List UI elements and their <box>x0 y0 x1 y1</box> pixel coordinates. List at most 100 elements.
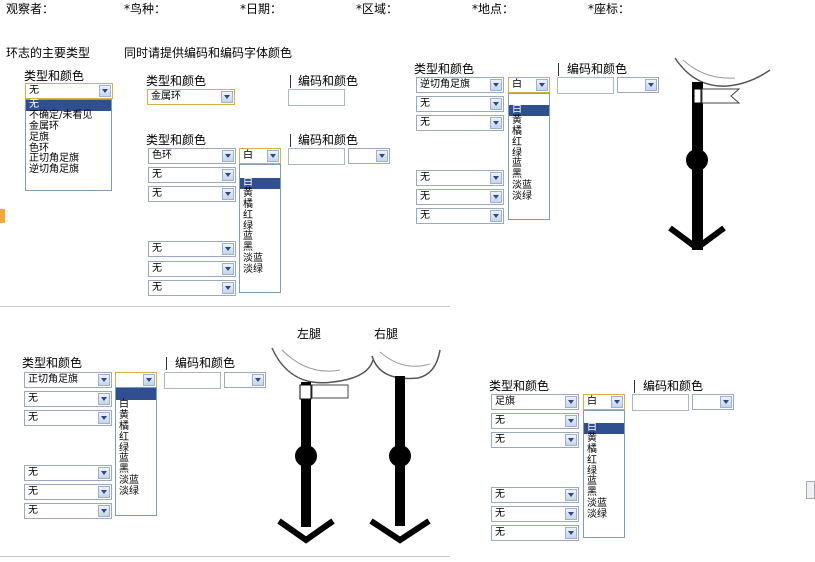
panel-d-code-color-select[interactable] <box>617 77 659 93</box>
dropdown-option[interactable]: 色环 <box>29 142 49 154</box>
dropdown-option[interactable]: 正切角足旗 <box>29 153 79 165</box>
dropdown-option[interactable]: 橘 <box>512 125 522 137</box>
chevron-down-icon[interactable] <box>98 374 110 386</box>
panel-d-color-select[interactable]: 白 <box>508 77 550 93</box>
chevron-down-icon[interactable] <box>98 505 110 517</box>
dropdown-option[interactable]: 白 <box>119 399 129 410</box>
dropdown-option[interactable]: 金属环 <box>29 120 59 132</box>
panel-e-row-select[interactable]: 无 <box>24 465 112 481</box>
chevron-down-icon[interactable] <box>222 150 234 162</box>
dropdown-option[interactable]: 蓝 <box>119 453 129 465</box>
dropdown-option[interactable]: 淡蓝 <box>119 475 139 487</box>
dropdown-option[interactable]: 黄 <box>587 432 597 444</box>
panel-d-row-select[interactable]: 无 <box>416 189 504 205</box>
panel-e-color-dropdown[interactable]: 白黄橘红绿蓝黑淡蓝淡绿 <box>115 387 157 516</box>
dropdown-option[interactable]: 足旗 <box>29 131 49 143</box>
panel-d-type-select[interactable]: 逆切角足旗 <box>416 77 504 93</box>
chevron-down-icon[interactable] <box>221 91 233 103</box>
dropdown-option[interactable]: 无 <box>26 99 111 111</box>
panel-f-row-select[interactable]: 无 <box>491 487 579 503</box>
panel-f-type-select[interactable]: 足旗 <box>491 394 579 410</box>
dropdown-option[interactable]: 红 <box>119 431 129 443</box>
dropdown-option[interactable]: 红 <box>512 136 522 148</box>
chevron-down-icon[interactable] <box>99 85 111 97</box>
chevron-down-icon[interactable] <box>222 188 234 200</box>
chevron-down-icon[interactable] <box>98 393 110 405</box>
panel-c-code-color-select[interactable] <box>348 148 390 164</box>
chevron-down-icon[interactable] <box>490 79 502 91</box>
chevron-down-icon[interactable] <box>222 263 234 275</box>
chevron-down-icon[interactable] <box>565 434 577 446</box>
dropdown-option[interactable]: 白 <box>240 177 280 189</box>
scroll-handle[interactable] <box>806 481 815 499</box>
panel-c-row-select[interactable]: 无 <box>148 241 236 257</box>
panel-d-row-select[interactable]: 无 <box>416 170 504 186</box>
panel-c-row-select[interactable]: 无 <box>148 167 236 183</box>
panel-e-row-select[interactable]: 无 <box>24 391 112 407</box>
dropdown-option[interactable]: 绿 <box>512 147 522 159</box>
panel-e-row-select[interactable]: 无 <box>24 484 112 500</box>
dropdown-option[interactable]: 淡绿 <box>243 264 263 276</box>
panel-d-code-input[interactable] <box>557 77 614 94</box>
panel-e-row-select[interactable]: 无 <box>24 503 112 519</box>
panel-a-type-dropdown[interactable]: 无不确定/未看见金属环足旗色环正切角足旗逆切角足旗 <box>25 99 112 191</box>
dropdown-option[interactable]: 绿 <box>243 220 253 232</box>
dropdown-option[interactable]: 白 <box>584 422 624 434</box>
chevron-down-icon[interactable] <box>222 282 234 294</box>
dropdown-option[interactable]: 绿 <box>587 465 597 477</box>
dropdown-option[interactable]: 红 <box>587 454 597 466</box>
panel-b-code-input[interactable] <box>288 89 345 106</box>
chevron-down-icon[interactable] <box>490 98 502 110</box>
panel-d-row-select[interactable]: 无 <box>416 208 504 224</box>
panel-c-row-select[interactable]: 无 <box>148 186 236 202</box>
chevron-down-icon[interactable] <box>565 415 577 427</box>
panel-d-row-select[interactable]: 无 <box>416 115 504 131</box>
dropdown-option[interactable]: 黑 <box>243 242 253 254</box>
chevron-down-icon[interactable] <box>565 508 577 520</box>
panel-f-code-input[interactable] <box>632 394 689 411</box>
panel-f-row-select[interactable]: 无 <box>491 525 579 541</box>
panel-f-row-select[interactable]: 无 <box>491 432 579 448</box>
chevron-down-icon[interactable] <box>720 396 732 408</box>
dropdown-option[interactable]: 黄 <box>119 409 129 421</box>
panel-c-color-select[interactable]: 白 <box>239 148 281 164</box>
panel-c-row-select[interactable]: 无 <box>148 280 236 296</box>
dropdown-option[interactable]: 黑 <box>587 487 597 499</box>
dropdown-option[interactable]: 黑 <box>512 169 522 181</box>
panel-c-type-select[interactable]: 色环 <box>148 148 236 164</box>
dropdown-option[interactable]: 淡蓝 <box>243 253 263 265</box>
panel-c-row-select[interactable]: 无 <box>148 261 236 277</box>
dropdown-option[interactable]: 蓝 <box>587 476 597 488</box>
dropdown-option[interactable]: 黄 <box>243 187 253 199</box>
chevron-down-icon[interactable] <box>536 79 548 91</box>
chevron-down-icon[interactable] <box>252 374 264 386</box>
chevron-down-icon[interactable] <box>98 467 110 479</box>
panel-d-row-select[interactable]: 无 <box>416 96 504 112</box>
panel-f-color-dropdown[interactable]: 白黄橘红绿蓝黑淡蓝淡绿 <box>583 410 625 538</box>
panel-e-code-color-select[interactable] <box>224 372 266 388</box>
dropdown-option[interactable]: 逆切角足旗 <box>29 164 79 176</box>
chevron-down-icon[interactable] <box>490 117 502 129</box>
empty-option[interactable] <box>116 388 156 400</box>
panel-e-type-select[interactable]: 正切角足旗 <box>24 372 112 388</box>
panel-f-color-select[interactable]: 白 <box>583 394 625 410</box>
panel-f-row-select[interactable]: 无 <box>491 506 579 522</box>
dropdown-option[interactable]: 红 <box>243 209 253 221</box>
panel-c-code-input[interactable] <box>288 148 345 165</box>
panel-c-color-dropdown[interactable]: 白黄橘红绿蓝黑淡蓝淡绿 <box>239 164 281 293</box>
dropdown-option[interactable]: 蓝 <box>512 158 522 170</box>
dropdown-option[interactable]: 淡绿 <box>587 509 607 521</box>
panel-e-color-select[interactable] <box>115 372 157 388</box>
chevron-down-icon[interactable] <box>490 210 502 222</box>
dropdown-option[interactable]: 黑 <box>119 464 129 476</box>
dropdown-option[interactable]: 淡绿 <box>512 191 532 203</box>
dropdown-option[interactable]: 蓝 <box>243 231 253 243</box>
chevron-down-icon[interactable] <box>565 527 577 539</box>
panel-e-row-select[interactable]: 无 <box>24 410 112 426</box>
chevron-down-icon[interactable] <box>565 489 577 501</box>
dropdown-option[interactable]: 绿 <box>119 442 129 454</box>
dropdown-option[interactable]: 黄 <box>512 114 522 126</box>
chevron-down-icon[interactable] <box>565 396 577 408</box>
dropdown-option[interactable]: 橘 <box>119 420 129 432</box>
dropdown-option[interactable]: 白 <box>509 104 549 116</box>
